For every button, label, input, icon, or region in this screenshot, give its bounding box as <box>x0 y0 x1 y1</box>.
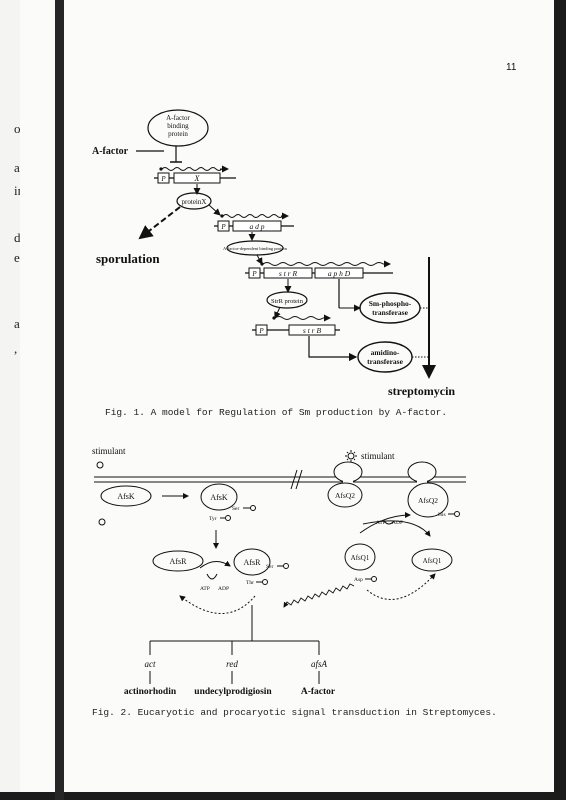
gene-adp-label: a d p <box>250 222 265 231</box>
margin-fragment: d <box>14 230 21 245</box>
gene-afsa-label: afsA <box>311 659 328 669</box>
gene-strr-box <box>263 267 313 279</box>
afsq2-label: AfsQ2 <box>418 496 438 505</box>
afsr-phospho-node <box>233 548 271 576</box>
adp-label: ADP <box>218 586 229 592</box>
strr-protein-label: StrR protein <box>271 298 304 305</box>
afsq2-phospho-node <box>407 482 449 518</box>
amidino-label: amidino- <box>371 348 400 357</box>
promoter-label: P <box>160 175 166 183</box>
adp-label: ADP <box>392 520 403 526</box>
afactor-label: A-factor <box>92 146 129 157</box>
tyr-label: Tyr <box>209 516 217 522</box>
sm-phospho-label: transferase <box>372 308 408 317</box>
afsq1-label: AfsQ1 <box>351 554 370 562</box>
amidino-label: transferase <box>367 357 403 366</box>
afsk-node <box>100 485 152 507</box>
afsk-phospho-node <box>200 483 238 511</box>
gene-strb-box <box>288 324 336 336</box>
proteinx-label: proteinX <box>182 198 207 206</box>
sm-phospho-label: Sm-phospho- <box>369 299 412 308</box>
promoter-label: P <box>251 270 257 278</box>
his-label: His <box>438 512 446 518</box>
promoter-box <box>248 267 261 279</box>
gene-aphd-box <box>314 267 364 279</box>
margin-fragment: al <box>14 160 24 175</box>
promoter-label: P <box>220 223 226 231</box>
promoter-label: P <box>258 327 264 335</box>
gene-aphd-label: a p h D <box>328 269 351 278</box>
asp-label: Asp <box>354 577 363 583</box>
margin-fragment: in <box>14 183 24 199</box>
promoter-box <box>217 220 230 232</box>
figure-2-caption: Fig. 2. Eucaryotic and procaryotic signa… <box>92 707 497 718</box>
stimulant-label-left: stimulant <box>92 446 126 456</box>
gene-x-label: X <box>194 174 201 183</box>
promoter-box <box>255 324 268 336</box>
binding-protein-label: protein <box>168 130 188 138</box>
binder-edge <box>55 0 64 800</box>
strr-protein-node <box>266 291 308 309</box>
gene-x-box <box>173 172 221 184</box>
atp-label: ATP <box>376 520 386 526</box>
stimulant-icon <box>345 450 357 462</box>
stimulant-label-right: stimulant <box>361 451 395 461</box>
page-number: 11 <box>506 62 517 73</box>
afsq2-node <box>327 482 363 508</box>
sporulation-label: sporulation <box>96 251 160 266</box>
figure-1-caption: Fig. 1. A model for Regulation of Sm pro… <box>105 407 448 418</box>
binding-protein-node <box>147 109 209 147</box>
margin-fragment: a <box>14 316 20 331</box>
afsk-label: AfsK <box>117 492 135 501</box>
gene-strr-label: s t r R <box>279 269 298 278</box>
ser-label: Ser <box>266 564 274 570</box>
binding-protein-label: A-factor <box>166 114 190 122</box>
adp-binding-node <box>226 240 284 256</box>
promoter-box <box>157 172 170 184</box>
afsr-node <box>152 550 204 572</box>
margin-fragment: , <box>14 341 18 356</box>
atp-label: ATP <box>200 586 210 592</box>
gene-act-label: act <box>145 659 156 669</box>
gene-strb-label: s t r B <box>303 326 322 335</box>
afsr-label: AfsR <box>244 558 262 567</box>
ser-label: Ser <box>232 506 240 512</box>
thr-label: Thr <box>246 580 254 586</box>
product-actinorhodin: actinorhodin <box>124 687 177 697</box>
afsq1-phospho-node <box>344 543 376 571</box>
adp-binding-label: A-factor-dependent binding protein <box>223 246 288 251</box>
product-afactor: A-factor <box>301 687 336 697</box>
afsq2-label: AfsQ2 <box>335 491 355 500</box>
afsq1-node <box>411 548 453 572</box>
binding-protein-label: binding <box>167 122 189 130</box>
product-undecylprodigiosin: undecylprodigiosin <box>194 687 272 697</box>
afsq1-label: AfsQ1 <box>423 557 442 565</box>
afsr-label: AfsR <box>170 557 188 566</box>
gene-red-label: red <box>226 659 238 669</box>
streptomycin-label: streptomycin <box>388 384 455 398</box>
document-page <box>20 0 554 792</box>
proteinx-node <box>176 192 212 210</box>
margin-fragment: es <box>14 250 25 266</box>
gene-adp-box <box>232 220 282 232</box>
afsk-label: AfsK <box>210 493 228 502</box>
